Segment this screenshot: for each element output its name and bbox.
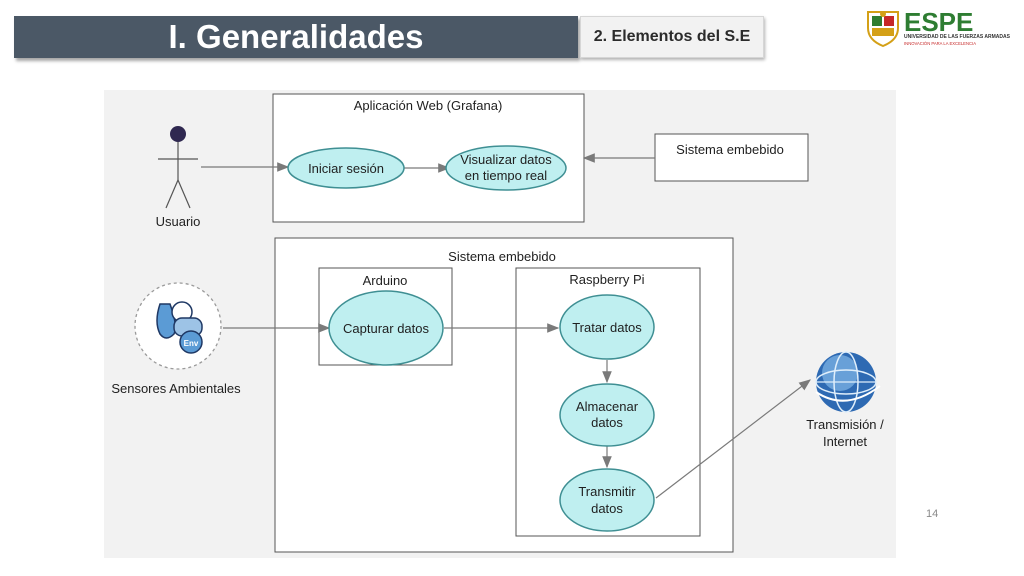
- usecase-store-label-2: datos: [591, 415, 623, 430]
- embedded-actor-box: [654, 133, 809, 182]
- arduino-label: Arduino: [363, 273, 408, 288]
- internet-label-1: Transmisión /: [806, 417, 884, 432]
- logo-wordmark: ESPE: [904, 7, 973, 37]
- logo-line1: UNIVERSIDAD DE LAS FUERZAS ARMADAS: [904, 34, 1011, 40]
- section-badge: 2. Elementos del S.E: [580, 16, 764, 58]
- usecase-visualize-label-1: Visualizar datos: [460, 152, 552, 167]
- usecase-store-label-1: Almacenar: [576, 399, 639, 414]
- embedded-system-label: Sistema embebido: [448, 249, 556, 264]
- title-bar: I. Generalidades: [14, 16, 578, 58]
- logo-shield-icon: [867, 11, 899, 48]
- logo-line2: INNOVACIÓN PARA LA EXCELENCIA: [904, 41, 976, 46]
- usecase-login: [287, 147, 405, 189]
- usecase-process: [559, 294, 655, 360]
- web-app-label: Aplicación Web (Grafana): [354, 98, 503, 113]
- diagram-canvas: Aplicación Web (Grafana) Sistema embebid…: [111, 93, 884, 553]
- usecase-login-label: Iniciar sesión: [308, 161, 384, 176]
- espe-logo: ESPE UNIVERSIDAD DE LAS FUERZAS ARMADAS …: [867, 7, 1011, 48]
- env-badge: Env: [184, 339, 199, 348]
- internet-globe-icon: [815, 351, 881, 413]
- usecase-capture: [328, 290, 444, 366]
- internet-label-2: Internet: [823, 434, 867, 449]
- usecase-store: [559, 383, 655, 447]
- usecase-transmit: [559, 468, 655, 532]
- raspberry-label: Raspberry Pi: [569, 272, 644, 287]
- user-actor-label: Usuario: [156, 214, 201, 229]
- usecase-visualize-label-2: en tiempo real: [465, 168, 547, 183]
- embedded-actor-label: Sistema embebido: [676, 142, 784, 157]
- environment-sensor-icon: [134, 282, 222, 370]
- usecase-capture-label: Capturar datos: [343, 321, 429, 336]
- usecase-transmit-label-2: datos: [591, 501, 623, 516]
- usecase-process-label: Tratar datos: [572, 320, 642, 335]
- user-actor-icon: [158, 126, 198, 209]
- page-number: 14: [926, 508, 939, 520]
- slide-title: I. Generalidades: [168, 18, 424, 55]
- use-case-diagram: Aplicación Web (Grafana) Sistema embebid…: [104, 90, 896, 558]
- usecase-visualize: [445, 145, 567, 191]
- connector-transmit-internet: [655, 379, 811, 499]
- usecase-transmit-label-1: Transmitir: [578, 484, 636, 499]
- section-label: 2. Elementos del S.E: [593, 28, 751, 45]
- sensors-actor-label: Sensores Ambientales: [111, 381, 241, 396]
